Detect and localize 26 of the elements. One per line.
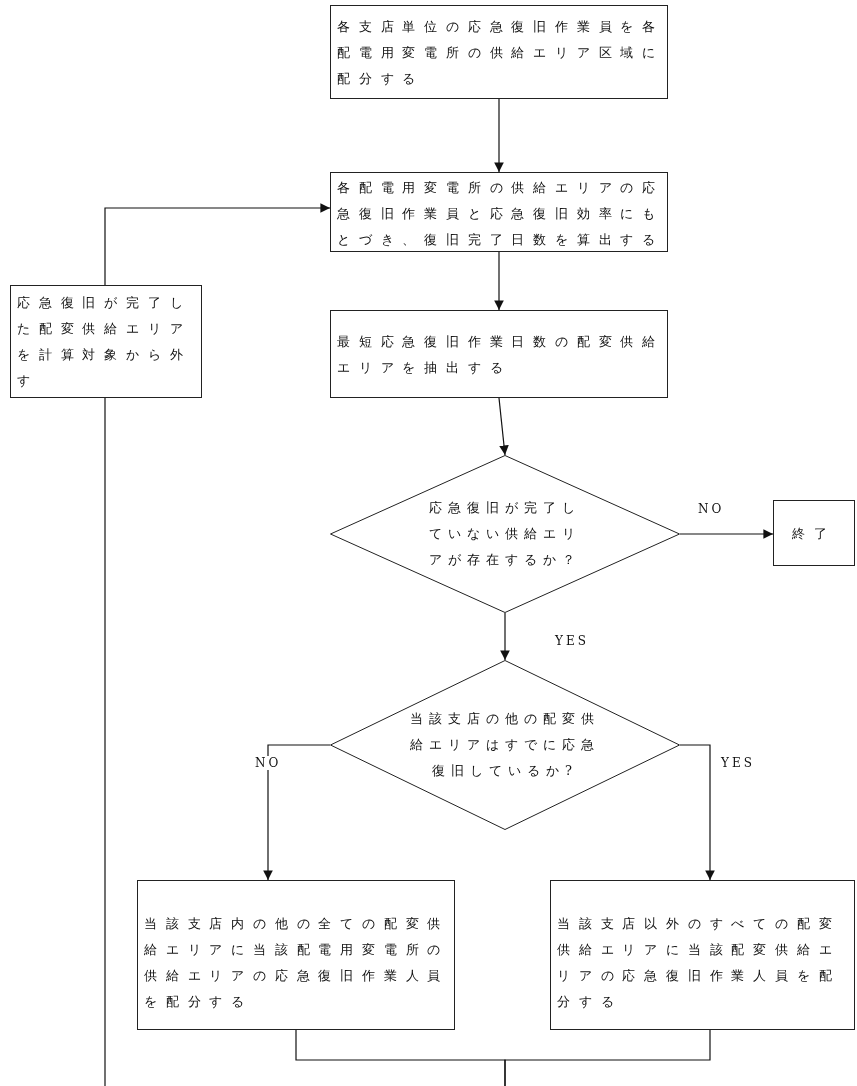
process-text: 当該支店以外のすべての配変供給エリアに当該配変供給エリアの応急復旧作業人員を配分する [557,915,842,1011]
arrow [679,529,774,539]
process-box [550,880,855,1030]
decision-text: 当該支店の他の配変供給エリアはすでに応急復旧しているか? [409,710,601,780]
connector-line [104,397,106,1086]
process-box [330,172,668,252]
arrow [104,203,331,286]
arrow [263,744,331,881]
process-box [330,5,668,99]
process-text: 当該支店内の他の全ての配変供給エリアに当該配電用変電所の供給エリアの応急復旧作業人員を配分する [144,915,451,1011]
arrow [494,98,504,173]
arrow [500,612,510,661]
decision-text: 応急復旧が完了していない供給エリアが存在するか？ [428,499,582,569]
process-text: 応急復旧が完了した配変供給エリアを計算対象から外す [17,294,193,390]
process-box [10,285,202,398]
process-text: 各配電用変電所の供給エリアの応急復旧作業員と応急復旧効率にもとづき、復旧完了日数を算出する [337,179,665,249]
arrow [679,744,715,881]
arrow [494,251,504,311]
process-text: 最短応急復旧作業日数の配変供給エリアを抽出する [337,333,665,377]
process-text: 終了 [791,525,837,543]
process-text: 各支店単位の応急復旧作業員を各配電用変電所の供給エリア区域に配分する [337,18,665,88]
process-box [330,310,668,398]
connector-line [504,1029,711,1086]
process-box [773,500,855,566]
process-box [137,880,455,1030]
arrow [498,397,509,456]
